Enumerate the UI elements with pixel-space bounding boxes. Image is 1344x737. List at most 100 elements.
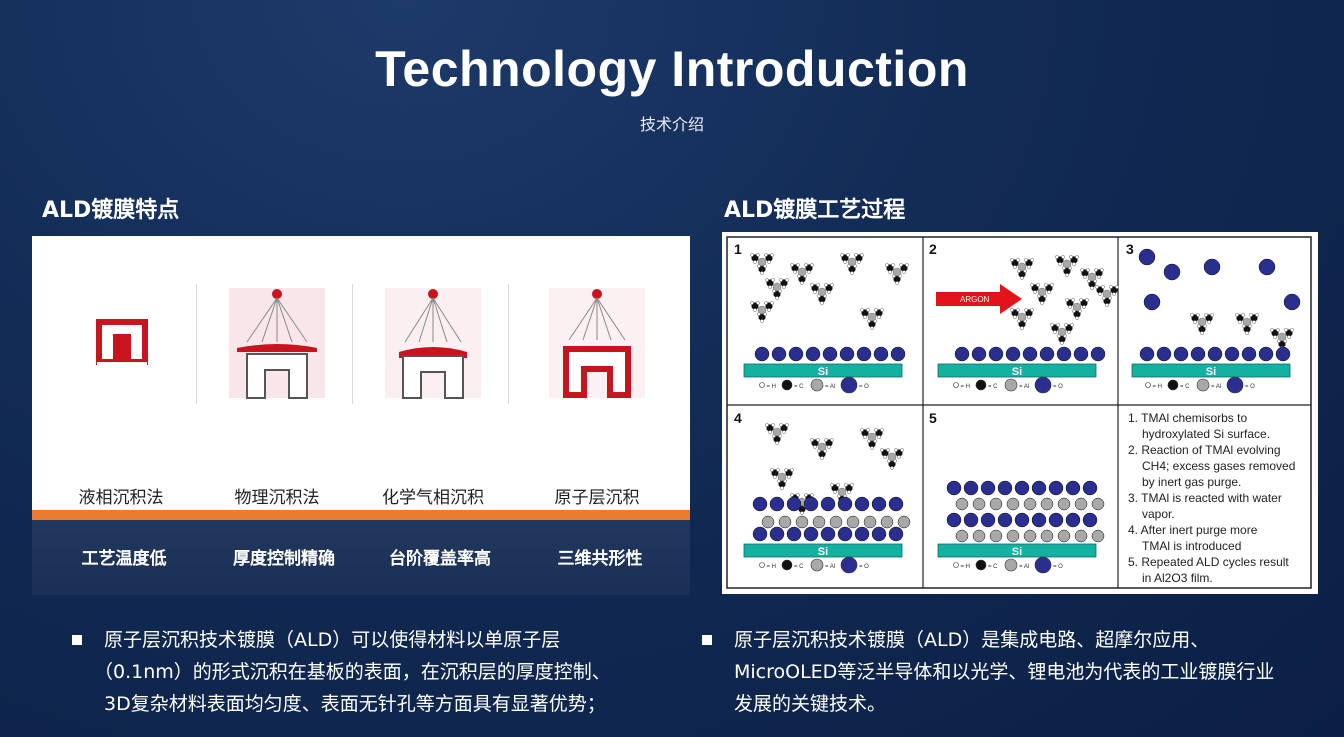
aluminum-atom: [778, 515, 792, 529]
oxygen-atom: [786, 496, 802, 512]
water-molecule-icon: [1163, 263, 1181, 281]
panel-number: 4: [734, 410, 742, 426]
hydrogen-atom: [1252, 320, 1256, 324]
oxygen-atom: [1065, 512, 1081, 528]
oxygen-atom: [788, 346, 804, 362]
legend-label: = Al: [825, 564, 835, 570]
hydrogen-atom: [866, 428, 870, 432]
hydrogen-atom: [782, 430, 786, 434]
hydrogen-atom: [830, 283, 834, 287]
left-section-heading: ALD镀膜特点: [42, 198, 180, 223]
hydrogen-atom: [880, 428, 884, 432]
legend-atom-icon: [1145, 382, 1151, 388]
oxygen-atom: [854, 496, 870, 512]
aluminum-atom: [1023, 497, 1037, 511]
hydrogen-atom: [793, 270, 797, 274]
legend-atom-icon: [840, 556, 858, 574]
legend-atom-icon: [1196, 378, 1210, 392]
legend-label: = C: [794, 384, 804, 390]
hydrogen-atom: [850, 271, 854, 275]
legend-atom-icon: [953, 562, 959, 568]
oxygen-atom: [769, 496, 785, 512]
hydrogen-atom: [885, 263, 889, 267]
hydrogen-atom: [767, 260, 771, 264]
water-molecule-icon: [1203, 258, 1221, 276]
hydrogen-atom: [880, 308, 884, 312]
water-molecule-icon: [1258, 258, 1276, 276]
hydrogen-atom: [1013, 265, 1017, 269]
argon-arrow-icon: [936, 284, 1022, 314]
hydrogen-atom: [790, 263, 794, 267]
hydrogen-atom: [750, 253, 754, 257]
aluminum-atom: [1091, 529, 1105, 543]
step-line: 2. Reaction of TMAl evolving: [1128, 443, 1281, 457]
tmal-molecule-icon: [1095, 285, 1119, 307]
legend-label: = C: [794, 564, 804, 570]
aluminum-atom: [1006, 529, 1020, 543]
feature-item: 工艺温度低: [81, 549, 167, 569]
hydrogen-atom: [1030, 308, 1034, 312]
aluminum-atom: [867, 432, 877, 442]
hydrogen-atom: [1276, 328, 1280, 332]
legend-label: = O: [1053, 564, 1063, 570]
legend-atom-icon: [1226, 376, 1244, 394]
hydrogen-atom: [883, 455, 887, 459]
feature-item: 厚度控制精确: [233, 549, 335, 569]
tmal-molecule-icon: [1190, 313, 1214, 335]
hydrogen-atom: [756, 253, 760, 257]
hydrogen-atom: [888, 270, 892, 274]
method-label: 物理沉积法: [234, 488, 320, 508]
aluminum-atom: [772, 427, 782, 437]
hydrogen-atom: [1100, 268, 1104, 272]
oxygen-atom: [837, 526, 853, 542]
legend-atom-icon: [1034, 376, 1052, 394]
hydrogen-atom: [897, 455, 901, 459]
panel-number: 3: [1126, 241, 1134, 257]
hydrogen-atom: [836, 483, 840, 487]
legend-label: = C: [988, 564, 998, 570]
oxygen-atom: [820, 496, 836, 512]
hydrogen-atom: [1027, 265, 1031, 269]
aluminum-atom: [829, 515, 843, 529]
oxygen-atom: [1005, 346, 1021, 362]
aluminum-atom: [1057, 529, 1071, 543]
hydrogen-atom: [820, 301, 824, 305]
oxygen-atom: [837, 496, 853, 512]
legend-atom-icon: [1034, 556, 1052, 574]
hydrogen-atom: [1112, 292, 1116, 296]
hydrogen-atom: [1060, 341, 1064, 345]
hydrogen-atom: [1027, 315, 1031, 319]
hydrogen-atom: [750, 301, 754, 305]
hydrogen-atom: [1082, 305, 1086, 309]
divider: [352, 284, 353, 404]
bullet-line: 原子层沉积技术镀膜（ALD）是集成电路、超摩尔应用、: [734, 629, 1210, 651]
hydrogen-atom: [804, 493, 808, 497]
hydrogen-atom: [1016, 308, 1020, 312]
oxygen-atom: [954, 346, 970, 362]
panel-number: 1: [734, 241, 742, 257]
step-line: TMAl is introduced: [1142, 539, 1241, 553]
legend-atom-icon: [840, 376, 858, 394]
oxygen-atom: [1073, 346, 1089, 362]
aluminum-atom: [795, 515, 809, 529]
panels: Si= H= C= Al= OSi= H= C= Al= OSi= H= C= …: [743, 346, 1291, 574]
hydrogen-atom: [1058, 262, 1062, 266]
aluminum-atom: [1057, 497, 1071, 511]
hydrogen-atom: [804, 263, 808, 267]
method-label: 液相沉积法: [78, 488, 164, 508]
oxygen-atom: [1048, 480, 1064, 496]
method-ald: 原子层沉积: [522, 280, 672, 508]
hydrogen-atom: [1065, 298, 1069, 302]
hydrogen-atom: [1056, 323, 1060, 327]
hydrogen-atom: [767, 308, 771, 312]
legend-label: = Al: [825, 384, 835, 390]
aluminum-atom: [1074, 529, 1088, 543]
step-line: 5. Repeated ALD cycles result: [1128, 555, 1289, 569]
legend-label: = O: [859, 384, 869, 390]
tmal-molecule-icon: [860, 308, 884, 330]
hydrogen-atom: [796, 263, 800, 267]
step-line: 4. After inert purge more: [1128, 523, 1258, 537]
legend-label: = H: [767, 564, 777, 570]
hydrogen-atom: [768, 285, 772, 289]
tmal-molecule-icon: [1010, 308, 1034, 330]
